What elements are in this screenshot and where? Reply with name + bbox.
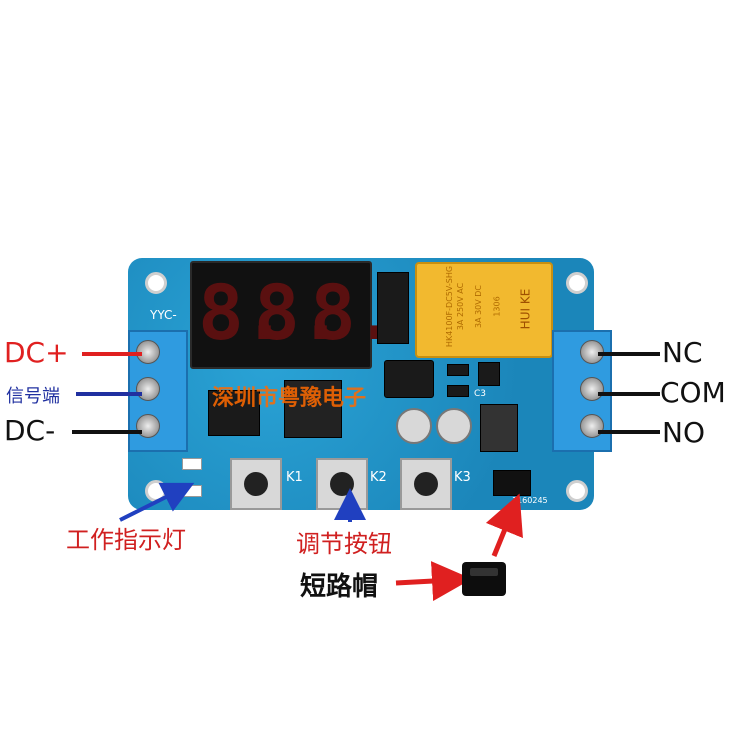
microcontroller [284,380,342,438]
button-k3[interactable] [400,458,452,510]
label-adjust-buttons: 调节按钮 [296,530,392,558]
label-jumper-cap: 短路帽 [300,572,379,602]
jumper-cap [462,562,506,596]
mounting-hole [566,480,588,502]
label-dc-minus: DC- [4,414,56,447]
smd-transistor [478,362,500,386]
wire-com [598,392,660,396]
jumper-header [493,470,531,496]
k2-label: K2 [370,470,387,485]
smd-capacitor [447,385,469,397]
terminal-screw[interactable] [136,377,160,401]
wire-nc [598,352,660,356]
capacitor [396,408,432,444]
mounting-hole [145,272,167,294]
k3-label: K3 [454,470,471,485]
terminal-screw[interactable] [136,414,160,438]
label-nc: NC [662,336,703,369]
model-silkscreen: YYC- [150,308,177,322]
wire-signal [76,392,142,396]
capacitor [436,408,472,444]
cap-arrow [395,561,472,602]
label-no: NO [662,416,705,449]
mounting-hole [566,272,588,294]
optocoupler [208,390,260,436]
serial-silkscreen: 1160245 [512,496,548,505]
seven-segment-display: 8. 8. 8. [190,261,400,369]
button-k1[interactable] [230,458,282,510]
label-indicator-light: 工作指示灯 [66,526,186,554]
wire-dc-minus [72,430,142,434]
label-signal: 信号端 [6,386,60,407]
voltage-regulator [480,404,518,452]
terminal-screw[interactable] [580,377,604,401]
jumper-arrow [485,493,523,557]
indicator-led [182,458,202,470]
terminal-screw[interactable] [580,414,604,438]
indicator-arrow [119,482,195,522]
relay: HK4100F-DC5V-SHG 3A 250V AC 3A 30V DC 13… [415,262,553,358]
label-dc-plus: DC+ [4,336,69,369]
transistor [384,360,434,398]
watermark: 深圳市粤豫电子 [212,386,367,411]
wire-dc-plus [82,352,142,356]
diode-component [377,272,409,344]
smd-resistor [447,364,469,376]
label-com: COM [660,376,726,409]
k1-label: K1 [286,470,303,485]
wire-no [598,430,660,434]
cap-silkscreen: C3 [474,389,487,399]
